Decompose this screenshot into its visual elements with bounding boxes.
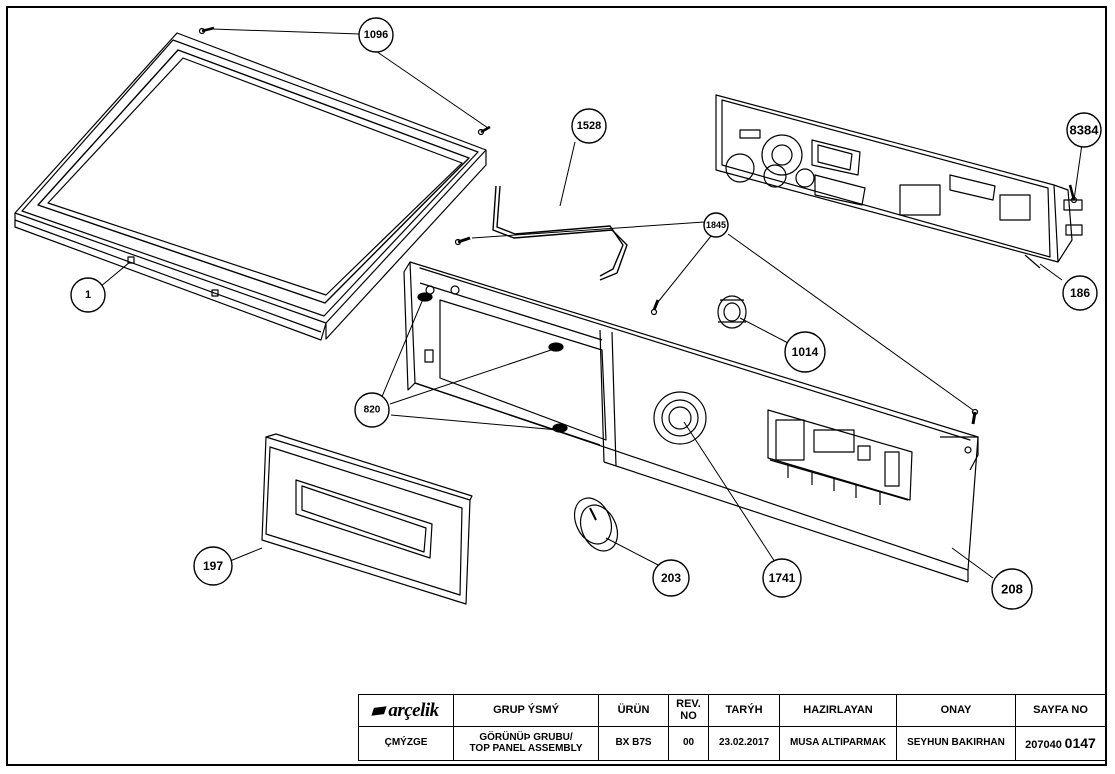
brand-logo: arçelik	[358, 694, 454, 727]
screw-1845-c	[971, 408, 979, 425]
group-name-line-1: GÖRÜNÜÞ GRUBU/	[479, 732, 573, 743]
callout-1845-bubble	[703, 212, 729, 238]
top-panel-part	[14, 32, 487, 341]
callout-8384-bubble	[1066, 112, 1102, 148]
callout-8384-label: 8384	[1070, 123, 1100, 138]
callout-1096-bubble	[358, 17, 394, 53]
callout-197-label: 197	[203, 559, 223, 573]
header-prepared-by: HAZIRLAYAN	[779, 694, 897, 727]
callout-820-bubble	[354, 392, 390, 428]
callout-1014-bubble	[784, 331, 826, 373]
date-value: 23.02.2017	[708, 726, 780, 761]
callout-1845-label: 1845	[706, 220, 726, 230]
page-number: 0147	[1064, 734, 1096, 751]
callout-1528-label: 1528	[577, 120, 601, 132]
callout-208-bubble	[991, 568, 1033, 610]
electronic-board-part	[715, 94, 1083, 269]
callout-1096-label: 1096	[364, 29, 388, 41]
page-prefix: 207040	[1025, 738, 1062, 751]
page-no-value: 207040 0147	[1015, 726, 1106, 761]
screw-1096-b	[477, 125, 491, 136]
clip-820-c	[552, 423, 568, 433]
screw-1845-a	[454, 236, 471, 246]
drawer-front-part	[261, 433, 473, 605]
screw-1096-a	[198, 26, 215, 35]
header-approval: ONAY	[896, 694, 1016, 727]
clip-820-a	[417, 292, 433, 302]
header-page-no: SAYFA NO	[1015, 694, 1106, 727]
header-date: TARÝH	[708, 694, 780, 727]
callout-203-bubble	[652, 559, 690, 597]
product-value: BX B7S	[598, 726, 669, 761]
approval-value: SEYHUN BAKIRHAN	[896, 726, 1016, 761]
callout-1741-bubble	[762, 558, 802, 598]
callout-208-label: 208	[1001, 582, 1023, 597]
callout-bubbles	[70, 17, 1102, 610]
control-panel-part	[403, 261, 979, 583]
leader-lines	[99, 28, 1083, 579]
prepared-by-value: MUSA ALTIPARMAK	[779, 726, 897, 761]
callout-186-bubble	[1062, 275, 1098, 311]
header-group-name: GRUP ÝSMÝ	[453, 694, 599, 727]
callout-820-label: 820	[364, 405, 381, 416]
callout-1741-label: 1741	[769, 571, 796, 585]
title-block: arçelik GRUP ÝSMÝ ÜRÜN REV. NO TARÝH HAZ…	[358, 694, 1106, 761]
drawing-border	[6, 6, 1107, 766]
header-product: ÜRÜN	[598, 694, 669, 727]
callout-1-label: 1	[85, 289, 91, 301]
callout-197-bubble	[193, 546, 233, 586]
wire-rod-part	[492, 185, 628, 281]
rev-value: 00	[668, 726, 709, 761]
knob-part	[573, 497, 619, 552]
screw-1845-b	[650, 299, 660, 316]
header-rev-no: REV. NO	[668, 694, 709, 727]
callout-203-label: 203	[661, 571, 681, 585]
group-name-line-2: TOP PANEL ASSEMBLY	[469, 742, 583, 754]
callout-186-label: 186	[1070, 286, 1090, 300]
group-name-value: GÖRÜNÜÞ GRUBU/ TOP PANEL ASSEMBLY	[453, 726, 599, 761]
callout-1528-bubble	[571, 108, 607, 144]
callout-1-bubble	[70, 277, 106, 313]
knob-holder-part	[717, 295, 747, 329]
drawing-type-value: ÇMÝZGE	[358, 726, 454, 761]
callout-1014-label: 1014	[792, 345, 819, 359]
